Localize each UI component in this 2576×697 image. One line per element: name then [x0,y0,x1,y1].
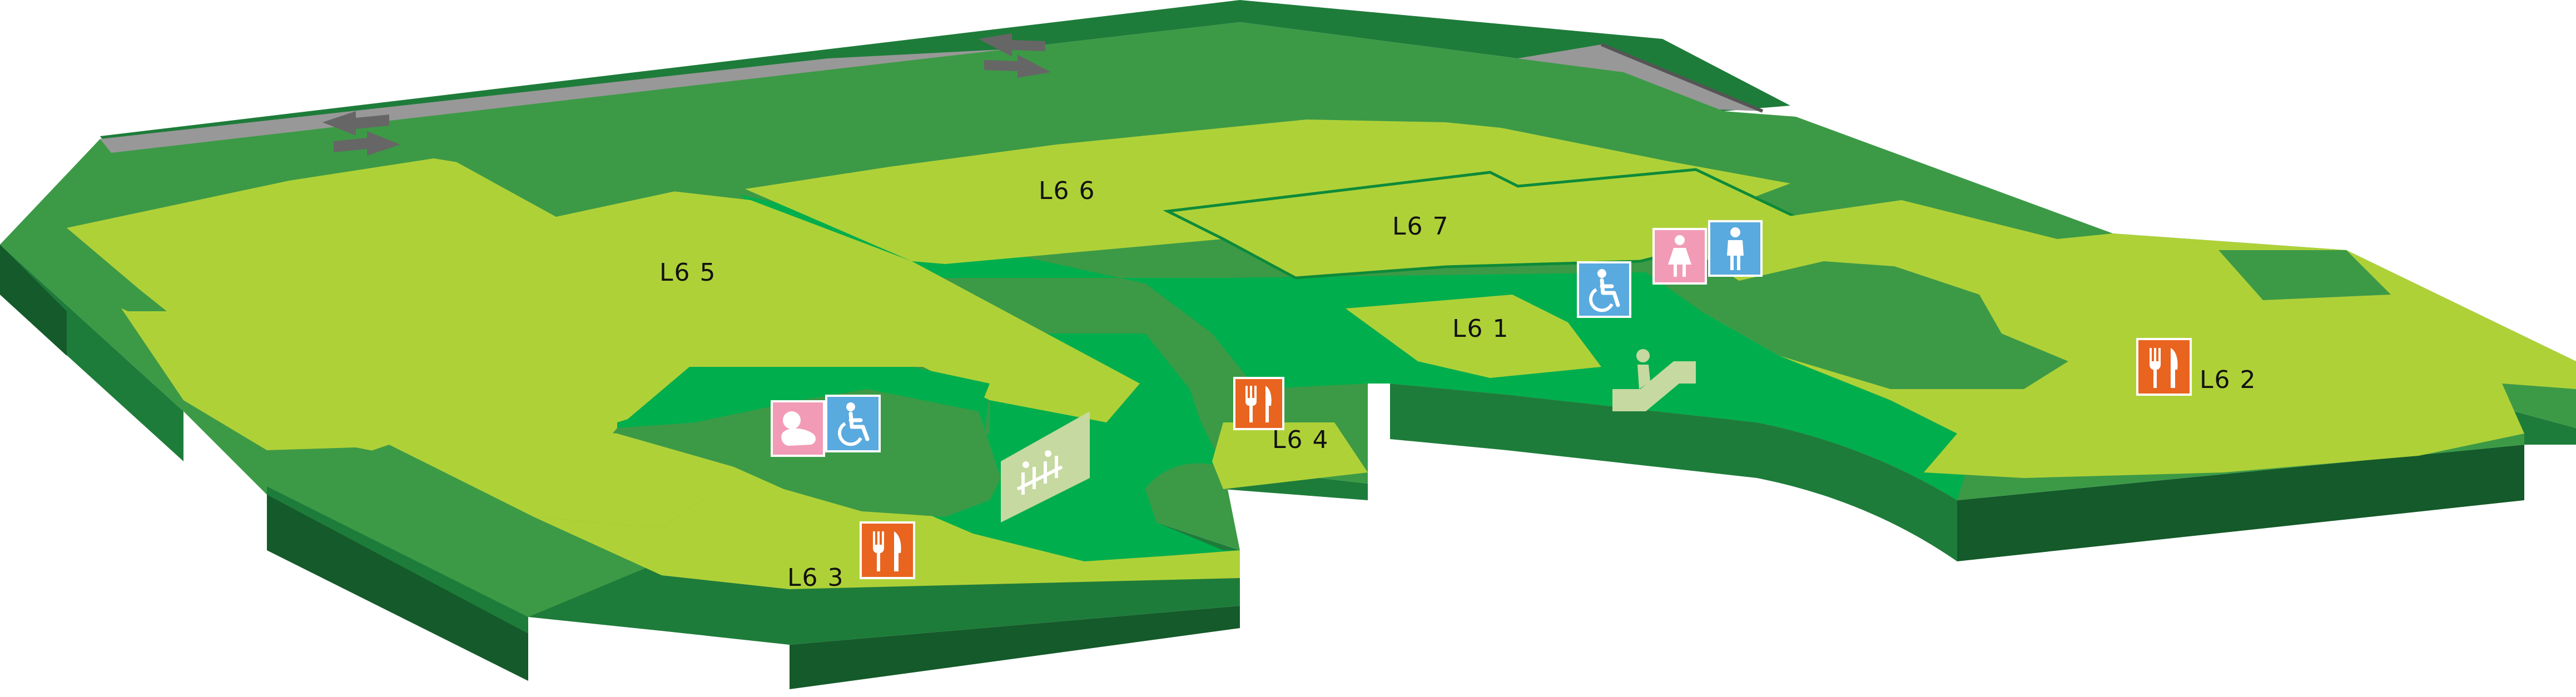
floor-surfaces [0,22,2576,617]
label-unit-L6-5: L6 5 [659,258,717,287]
southwest-step-front [267,495,528,681]
restaurant-icon[interactable] [1233,377,1284,430]
label-unit-L6-7: L6 7 [1392,212,1450,241]
restaurant-icon-bg [2136,338,2192,396]
east-unit-mid [1679,261,2068,389]
restaurant-icon[interactable] [2136,338,2192,396]
unit-L6-1-area[interactable] [1346,295,1601,378]
escalator-glyph [1612,361,1696,411]
knife-glyph [894,531,901,571]
unit-L6-3-upper [389,422,784,528]
wheelchair-figure [848,411,870,441]
label-unit-L6-1: L6 1 [1452,315,1510,343]
restaurant-icon-bg [1233,377,1284,430]
knife-glyph [1265,386,1272,422]
fork-glyph [873,531,884,571]
wheelchair-icon-bg [1577,261,1631,318]
wheelchair-icon[interactable] [825,395,881,452]
fork-glyph [1245,386,1257,422]
female-body [1668,248,1691,277]
lift-figure-head [1023,461,1029,468]
male-toilet-icon[interactable] [1708,220,1763,277]
two-way-arrow-icon [984,54,1051,78]
road-surface [67,44,1763,211]
female-head [1675,235,1685,245]
restaurant-icon[interactable] [860,521,915,579]
unit-L6-5-shade [0,228,167,311]
wheelchair-head [1597,269,1606,278]
male-body [1727,240,1744,270]
central-corridor [739,195,1974,500]
baby-care-icon[interactable] [771,400,825,457]
two-way-arrow-icon [322,111,389,136]
east-unit-notch [2218,250,2391,300]
wheelchair-icon[interactable] [1577,261,1631,318]
two-way-arrow-icon [979,33,1045,57]
label-unit-L6-2: L6 2 [2200,366,2257,394]
unit-labels: L6 5 L6 6 L6 7 L6 1 L6 4 L6 3 L6 2 [659,177,2257,592]
wheelchair-wheel [1589,288,1614,312]
north-strip [445,94,1446,217]
south-wall-shade [790,606,1240,689]
escalator-figure-head [1636,349,1650,362]
traffic-arrows-east [979,33,1051,78]
baby-body [781,428,816,446]
road-inner-edge [1600,43,1764,113]
wheelchair-head [846,402,855,411]
label-unit-L6-4: L6 4 [1272,426,1329,454]
baby-head [783,411,801,429]
male-head [1730,227,1740,237]
label-unit-L6-6: L6 6 [1039,177,1096,205]
label-unit-L6-3: L6 3 [787,564,845,592]
wheelchair-wheel [837,422,862,446]
two-way-arrow-icon [334,131,400,156]
lift-figure-head [1045,450,1051,457]
escalator-figure-body [1637,365,1650,389]
escalator-icon[interactable] [1612,349,1696,411]
lift-icon[interactable] [1001,411,1090,522]
east-curve-wall [1390,384,1957,561]
unit-L6-3-west [267,445,534,617]
lift-figures [1016,456,1063,495]
north-back-wall [100,0,1790,153]
fork-glyph [2150,348,2161,388]
wheelchair-figure [1600,278,1620,307]
west-courtyard-rim [617,367,990,428]
east-wall [1957,445,2524,561]
west-wall-shade [0,245,67,356]
knife-glyph [2171,348,2178,388]
unit-L6-5-area[interactable] [67,158,1140,489]
female-toilet-icon[interactable] [1652,228,1707,285]
restaurant-icon-bg [860,521,915,579]
unit-L6-4-area[interactable] [1212,422,1368,489]
east-unit-inner [1879,239,2263,361]
traffic-arrows-west [322,111,400,156]
